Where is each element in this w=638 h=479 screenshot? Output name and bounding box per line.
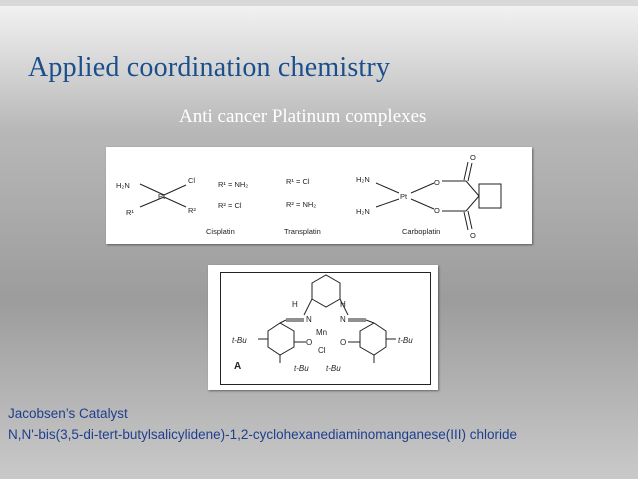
jacobsen-tbu-right: t-Bu xyxy=(398,336,413,345)
cisplatin-cl: Cl xyxy=(188,176,195,185)
cisplatin-r1: R¹ xyxy=(126,208,134,217)
carboplatin-o-carbonyl-bottom: O xyxy=(470,231,476,240)
top-band xyxy=(0,0,638,6)
jacobsen-n-left: N xyxy=(306,315,312,324)
platinum-structures-svg: H₂N Cl Pt R¹ R² R¹ = NH₂ R² = Cl Cisplat… xyxy=(116,153,502,240)
jacobsen-tbu-bottom-right: t-Bu xyxy=(326,364,341,373)
cisplatin-r2: R² xyxy=(188,206,196,215)
jacobsen-o-right: O xyxy=(340,338,346,347)
jacobsen-n-right: N xyxy=(340,315,346,324)
jacobsen-h-right: H xyxy=(340,300,346,309)
carboplatin-h2n-top: H₂N xyxy=(356,175,370,184)
jacobsen-cl: Cl xyxy=(318,346,326,355)
jacobsen-mn: Mn xyxy=(316,328,327,337)
transplatin-name: Transplatin xyxy=(284,227,321,236)
jacobsen-structure-svg: H H N N Mn Cl O O t-Bu t-Bu t-Bu t-Bu A xyxy=(232,274,413,373)
slide-subtitle: Anti cancer Platinum complexes xyxy=(179,106,427,127)
jacobsen-label: A xyxy=(234,361,241,372)
caption-catalyst-name: Jacobsen’s Catalyst xyxy=(8,406,128,421)
jacobsen-tbu-left: t-Bu xyxy=(232,336,247,345)
slide-title: Applied coordination chemistry xyxy=(28,52,391,83)
carboplatin-o-bottom: O xyxy=(434,206,440,215)
carboplatin-h2n-bottom: H₂N xyxy=(356,207,370,216)
jacobsen-bonds xyxy=(258,274,396,363)
cisplatin-h2n: H₂N xyxy=(116,181,130,190)
cisplatin-name: Cisplatin xyxy=(206,227,235,236)
structure-frame xyxy=(220,272,431,385)
cisplatin-bonds xyxy=(139,183,187,208)
cisplatin-eq2: R² = Cl xyxy=(218,201,242,210)
jacobsen-catalyst-figure: H H N N Mn Cl O O t-Bu t-Bu t-Bu t-Bu A xyxy=(208,265,438,390)
jacobsen-h-left: H xyxy=(292,300,298,309)
jacobsen-o-left: O xyxy=(306,338,312,347)
cisplatin-pt: Pt xyxy=(158,192,166,201)
carboplatin-o-top: O xyxy=(434,178,440,187)
cisplatin-eq1: R¹ = NH₂ xyxy=(218,180,248,189)
carboplatin-name: Carboplatin xyxy=(402,227,440,236)
carboplatin-o-carbonyl-top: O xyxy=(470,153,476,162)
transplatin-eq2: R² = NH₂ xyxy=(286,200,316,209)
carboplatin-bonds xyxy=(375,161,502,231)
transplatin-eq1: R¹ = Cl xyxy=(286,177,310,186)
platinum-complexes-figure: H₂N Cl Pt R¹ R² R¹ = NH₂ R² = Cl Cisplat… xyxy=(106,147,532,244)
caption-iupac-name: N,N'-bis(3,5-di-tert-butylsalicylidene)-… xyxy=(8,427,518,442)
jacobsen-tbu-bottom-left: t-Bu xyxy=(294,364,309,373)
carboplatin-pt: Pt xyxy=(400,192,408,201)
